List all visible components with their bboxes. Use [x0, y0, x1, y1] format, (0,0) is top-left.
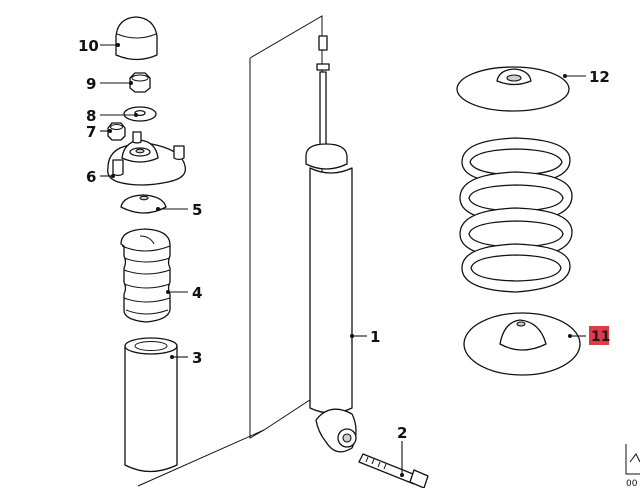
part-8-washer[interactable] — [123, 106, 157, 122]
part-12-pad[interactable] — [456, 66, 570, 112]
coil-spring[interactable] — [459, 137, 573, 293]
callout-1[interactable]: 1 — [370, 328, 380, 346]
callout-12[interactable]: 12 — [589, 68, 610, 86]
callout-6[interactable]: 6 — [86, 168, 96, 186]
part-11-pad[interactable] — [463, 312, 581, 376]
callout-4[interactable]: 4 — [192, 284, 202, 302]
part-5-dish[interactable] — [120, 194, 167, 214]
part-7-nut[interactable] — [107, 122, 126, 141]
callout-5[interactable]: 5 — [192, 201, 202, 219]
part-4-bumpstop[interactable] — [120, 228, 171, 323]
part-1-shock[interactable] — [305, 35, 357, 453]
callout-10[interactable]: 10 — [78, 37, 99, 55]
corner-mark: 00 — [626, 479, 638, 488]
callout-9[interactable]: 9 — [86, 75, 96, 93]
callout-11[interactable]: 11 — [591, 329, 610, 345]
callout-3[interactable]: 3 — [192, 349, 202, 367]
assembly-outline — [137, 15, 323, 487]
callout-11-highlight[interactable]: 11 — [589, 326, 610, 345]
leader-dots — [108, 43, 572, 477]
part-6-mount[interactable] — [107, 131, 187, 186]
part-2-bolt[interactable] — [358, 453, 429, 488]
leader-lines — [100, 44, 586, 475]
diagram-logo-icon — [625, 444, 640, 475]
part-9-nut[interactable] — [129, 72, 151, 93]
part-10-cap[interactable] — [115, 16, 158, 61]
callout-7[interactable]: 7 — [86, 123, 96, 141]
callout-8[interactable]: 8 — [86, 107, 96, 125]
callout-2[interactable]: 2 — [397, 424, 407, 442]
part-3-tube[interactable] — [124, 337, 178, 473]
